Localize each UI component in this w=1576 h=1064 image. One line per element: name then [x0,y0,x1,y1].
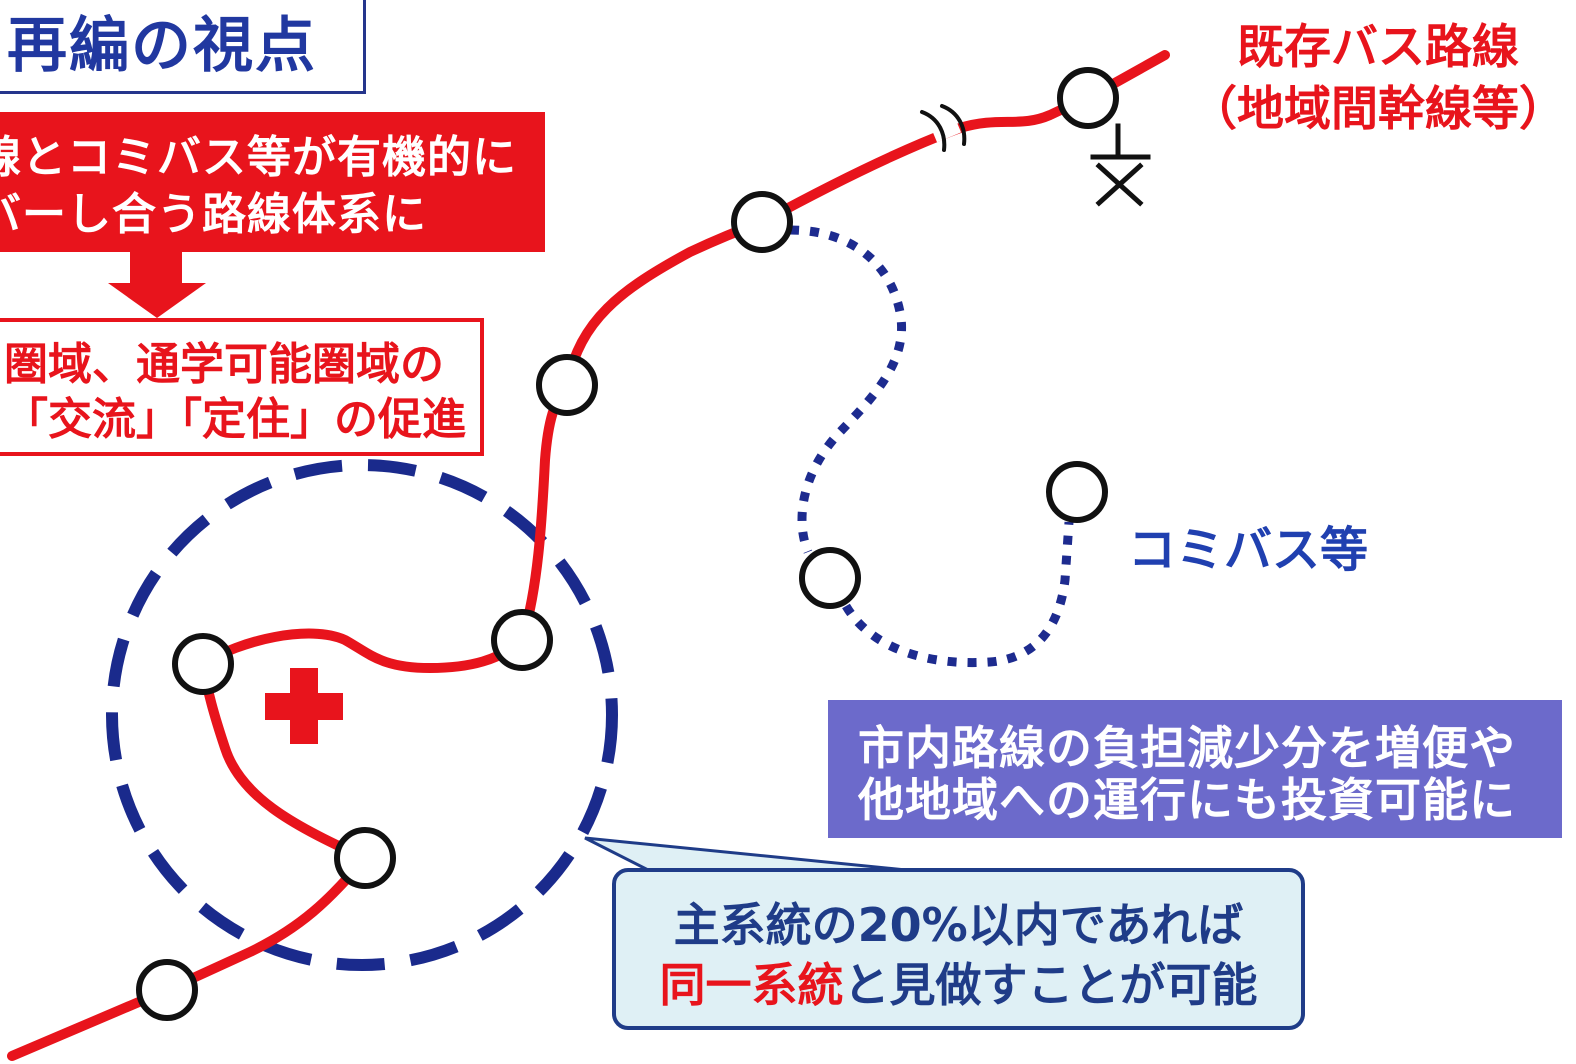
bus-stop-circle-icon [136,959,198,1021]
existing-route-label-line-2: （地域間幹線等） [1190,82,1566,137]
community-bus-route-line [842,521,1074,668]
goal-box-line-2: 「交流」「定住」の促進 [4,394,466,445]
route-segment-loop-east [198,628,527,673]
bus-stop-circle-icon [536,354,598,416]
community-bus-route-line [789,225,906,554]
bus-stop-circle-icon [172,633,234,695]
callout-box: 主系統の20%以内であれば 同一系統と見做すことが可能 [612,868,1305,1030]
bus-stop-circle-icon [491,609,553,671]
callout-line-1: 主系統の20%以内であれば [673,898,1244,952]
catchment-circle [106,459,618,971]
goal-box-line-1: 圏域、通学可能圏域の [4,339,444,390]
goal-box: 圏域、通学可能圏域の 「交流」「定住」の促進 [0,318,484,456]
existing-route-label: 既存バス路線 （地域間幹線等） [1182,17,1574,141]
bus-stop-circle-icon [334,827,396,889]
school-icon [1090,123,1151,207]
community-bus-label: コミバス等 [1128,522,1369,578]
route-segment-northeast [562,217,767,390]
bus-stops [136,67,1119,1021]
route-segment-southwest [7,853,370,1061]
callout-highlight: 同一系統 [659,958,844,1012]
bus-stop-circle-icon [799,547,861,609]
red-banner-line-2: バーし合う路線体系に [0,189,427,240]
red-banner-line-1: 線とコミバス等が有機的に [0,132,517,183]
title-box: 再編の視点 [0,0,366,94]
callout-line-2-rest: と見做すことが可能 [843,958,1258,1012]
route-break-icon [920,104,967,152]
bus-stop-circle-icon [1046,461,1108,523]
bus-stop-circle-icon [1057,67,1119,129]
red-banner: 線とコミバス等が有機的に バーし合う路線体系に [0,112,545,252]
investment-box: 市内路線の負担減少分を増便や 他地域への運行にも投資可能に [828,700,1562,838]
red-cross-icon [265,668,343,744]
existing-route-label-line-1: 既存バス路線 [1237,20,1519,75]
bus-stop-circle-icon [731,191,793,253]
investment-box-line-1: 市内路線の負担減少分を増便や [858,721,1516,775]
investment-box-line-2: 他地域への運行にも投資可能に [858,773,1516,827]
callout-line-2: 同一系統と見做すことが可能 [616,961,1301,1009]
route-segment-north [517,380,572,645]
down-arrow-icon [108,250,206,318]
title-text: 再編の視点 [7,11,317,81]
